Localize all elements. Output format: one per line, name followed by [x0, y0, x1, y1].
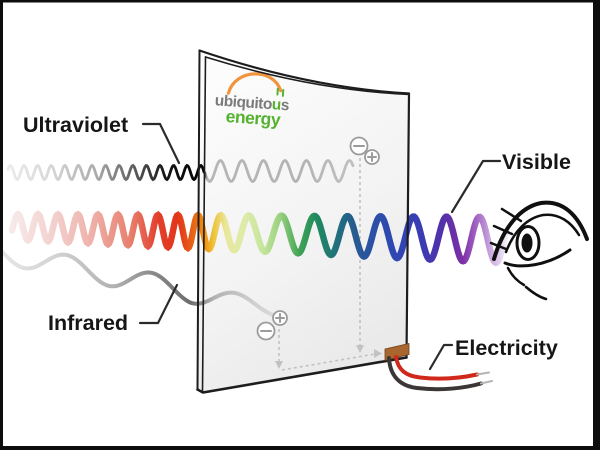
panel-glass-face: [197, 50, 409, 393]
charge-flow-lines: [275, 158, 382, 371]
eye-pupil: [521, 233, 533, 253]
electricity-output: [384, 342, 493, 392]
logo-cord-arc: [226, 72, 283, 95]
panel-top-front-edge: [204, 56, 410, 96]
electrode-connector: [384, 342, 410, 362]
frame-right: [593, 0, 600, 450]
label-visible: Visible: [502, 150, 571, 174]
charge-pair-ir: [256, 310, 288, 341]
electricity-leader-line: [428, 343, 454, 371]
eye-upper-lid: [492, 200, 589, 261]
charge-pair-uv: [349, 136, 380, 165]
panel-left-back-edge: [196, 49, 201, 391]
logo-word-ubiquitous: ubiquitous: [214, 92, 289, 114]
red-wire: [394, 355, 479, 381]
visible-leader-line: [450, 159, 502, 214]
visible-light-wave: [8, 210, 510, 267]
eye-lower-lashes: [506, 266, 548, 301]
frame-top: [0, 0, 600, 3]
infrared-leader-line: [138, 283, 179, 325]
annotations: Ultraviolet Infrared Visible Electricity: [23, 113, 571, 371]
label-electricity: Electricity: [455, 336, 558, 360]
arrowhead-ir-down: [275, 361, 283, 369]
logo-plug-prongs: [276, 87, 285, 97]
panel-right-edge: [405, 92, 411, 359]
red-wire-tip: [476, 371, 490, 376]
arrowhead-uv-down: [356, 345, 364, 353]
ubiquitous-energy-logo: ubiquitous energy: [214, 72, 289, 130]
black-wire: [387, 356, 483, 392]
logo-word-energy: energy: [225, 106, 281, 130]
black-wire-tip: [480, 380, 493, 385]
eye-lower-lid: [503, 248, 572, 268]
eye-icon: [489, 200, 589, 301]
panel-left-front-edge: [201, 56, 207, 392]
charge-flow-line-bottom: [281, 352, 379, 371]
arrowhead-right: [374, 349, 382, 358]
ultraviolet-leader-line: [141, 122, 181, 165]
plus-sign: [275, 313, 285, 323]
ultraviolet-wave: [6, 158, 355, 184]
transparent-solar-panel: [197, 50, 409, 393]
panel-edges: [196, 49, 411, 394]
frame-left: [0, 0, 3, 450]
eye-upper-lid-inner: [504, 213, 581, 254]
infrared-wave: [0, 249, 279, 319]
frame-bottom: [0, 446, 600, 450]
panel-top-back-edge: [198, 49, 411, 95]
plus-sign: [367, 152, 377, 162]
label-ultraviolet: Ultraviolet: [23, 113, 128, 137]
eye-lashes: [489, 207, 523, 251]
label-infrared: Infrared: [48, 311, 128, 335]
panel-bottom-edge: [196, 356, 408, 394]
